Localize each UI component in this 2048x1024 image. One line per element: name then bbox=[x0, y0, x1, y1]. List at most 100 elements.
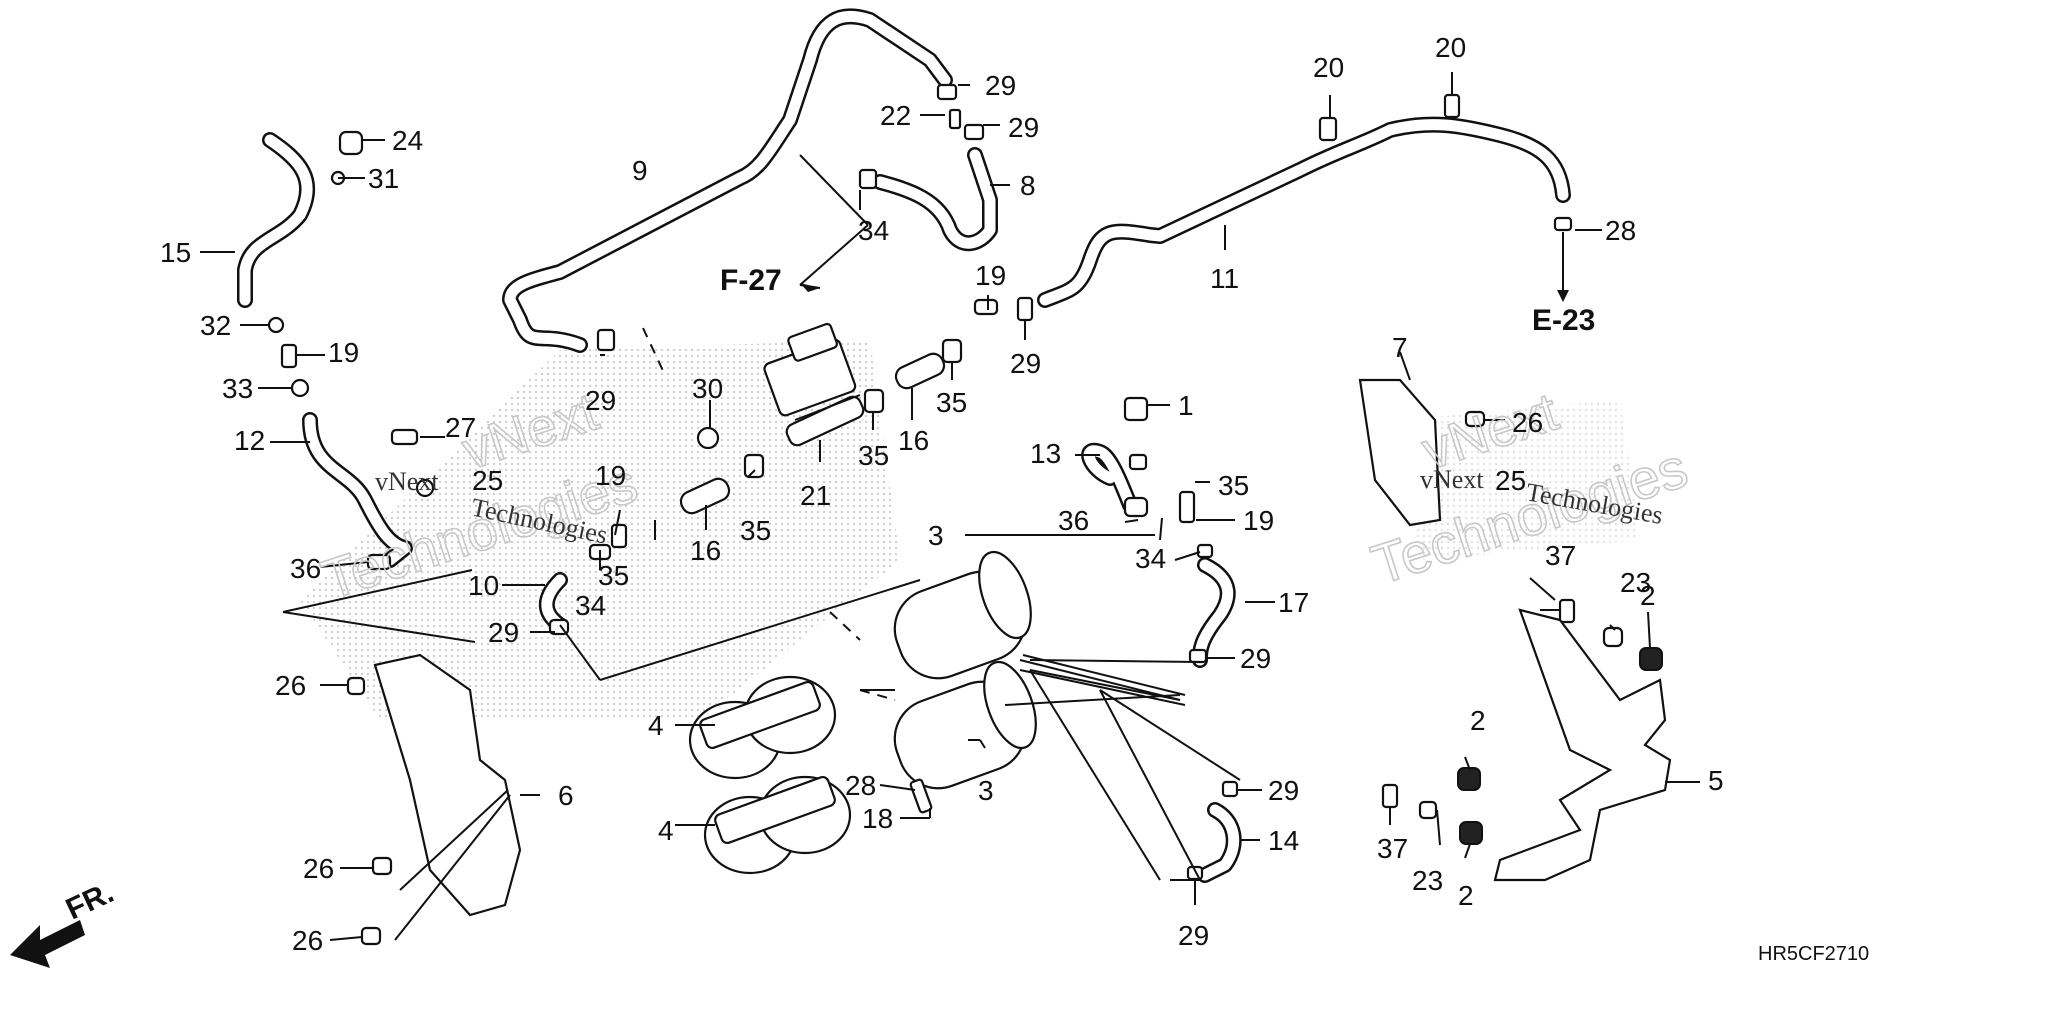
part-label-35[interactable]: 35 bbox=[740, 515, 771, 546]
part-label-35[interactable]: 35 bbox=[598, 560, 629, 591]
part-label-6[interactable]: 6 bbox=[558, 780, 574, 811]
part-label-23[interactable]: 23 bbox=[1412, 865, 1443, 896]
watermark-small-line1-right: vNext bbox=[1420, 465, 1484, 494]
cover-plate bbox=[1358, 378, 1442, 527]
part-label-25[interactable]: 25 bbox=[472, 465, 503, 496]
part-label-3[interactable]: 3 bbox=[978, 775, 994, 806]
hose-17 bbox=[1192, 557, 1236, 668]
direction-label: FR. bbox=[61, 876, 119, 926]
part-label-19[interactable]: 19 bbox=[328, 337, 359, 368]
part-label-29[interactable]: 29 bbox=[985, 70, 1016, 101]
part-label-7[interactable]: 7 bbox=[1392, 332, 1408, 363]
part-label-20[interactable]: 20 bbox=[1313, 52, 1344, 83]
part-label-33[interactable]: 33 bbox=[222, 373, 253, 404]
part-label-14[interactable]: 14 bbox=[1268, 825, 1299, 856]
part-label-26[interactable]: 26 bbox=[1512, 407, 1543, 438]
section-ref-e23-label[interactable]: E-23 bbox=[1532, 304, 1595, 337]
purge-valve-assembly bbox=[763, 322, 865, 447]
drawing-code: HR5CF2710 bbox=[1758, 943, 1869, 965]
arrow-down-icon bbox=[1557, 290, 1569, 302]
part-label-29[interactable]: 29 bbox=[1010, 348, 1041, 379]
hose-16-lower bbox=[679, 477, 731, 515]
part-label-11[interactable]: 11 bbox=[1210, 263, 1239, 294]
part-label-28[interactable]: 28 bbox=[1605, 215, 1636, 246]
part-label-29[interactable]: 29 bbox=[585, 385, 616, 416]
part-label-17[interactable]: 17 bbox=[1278, 587, 1309, 618]
part-label-34[interactable]: 34 bbox=[858, 215, 889, 246]
part-label-28[interactable]: 28 bbox=[845, 770, 876, 801]
part-label-29[interactable]: 29 bbox=[1008, 112, 1039, 143]
canister-upper bbox=[893, 550, 1032, 680]
section-ref-f27[interactable]: F-27 bbox=[720, 264, 820, 297]
part-label-19[interactable]: 19 bbox=[595, 460, 626, 491]
hose-14 bbox=[1197, 802, 1242, 883]
part-label-26[interactable]: 26 bbox=[303, 853, 334, 884]
part-label-26[interactable]: 26 bbox=[275, 670, 306, 701]
part-label-19[interactable]: 19 bbox=[975, 260, 1006, 291]
part-label-16[interactable]: 16 bbox=[898, 425, 929, 456]
part-label-23[interactable]: 23 bbox=[1620, 567, 1651, 598]
hose-16-upper bbox=[894, 352, 946, 390]
part-label-5[interactable]: 5 bbox=[1708, 765, 1724, 796]
hose-12 bbox=[302, 412, 413, 568]
part-label-3[interactable]: 3 bbox=[928, 520, 944, 551]
part-label-37[interactable]: 37 bbox=[1377, 833, 1408, 864]
part-label-20[interactable]: 20 bbox=[1435, 32, 1466, 63]
part-labels[interactable]: 1 2 2 2 3 3 4 4 5 6 7 8 9 10 11 12 13 14… bbox=[160, 32, 1724, 956]
part-label-8[interactable]: 8 bbox=[1020, 170, 1036, 201]
part-label-15[interactable]: 15 bbox=[160, 237, 191, 268]
part-label-12[interactable]: 12 bbox=[234, 425, 265, 456]
heat-shield bbox=[373, 653, 522, 917]
part-label-31[interactable]: 31 bbox=[368, 163, 399, 194]
part-label-2[interactable]: 2 bbox=[1640, 580, 1656, 611]
section-ref-f27-label[interactable]: F-27 bbox=[720, 264, 782, 297]
part-label-21[interactable]: 21 bbox=[800, 480, 831, 511]
canister-bracket bbox=[1457, 608, 1672, 882]
part-label-2[interactable]: 2 bbox=[1470, 705, 1486, 736]
front-direction-arrow: FR. bbox=[10, 876, 119, 968]
part-label-26[interactable]: 26 bbox=[292, 925, 323, 956]
part-label-32[interactable]: 32 bbox=[200, 310, 231, 341]
part-label-10[interactable]: 10 bbox=[468, 570, 499, 601]
section-ref-e23[interactable]: E-23 bbox=[1532, 290, 1595, 337]
part-label-18[interactable]: 18 bbox=[862, 803, 893, 834]
part-label-34[interactable]: 34 bbox=[1135, 543, 1166, 574]
part-label-37[interactable]: 37 bbox=[1545, 540, 1576, 571]
part-label-22[interactable]: 22 bbox=[880, 100, 911, 131]
part-label-4[interactable]: 4 bbox=[648, 710, 664, 741]
part-label-19[interactable]: 19 bbox=[1243, 505, 1274, 536]
part-label-34[interactable]: 34 bbox=[575, 590, 606, 621]
part-label-29[interactable]: 29 bbox=[1240, 643, 1271, 674]
part-label-29[interactable]: 29 bbox=[1178, 920, 1209, 951]
canister-lower bbox=[893, 660, 1037, 790]
part-label-2[interactable]: 2 bbox=[1458, 880, 1474, 911]
part-label-29[interactable]: 29 bbox=[1268, 775, 1299, 806]
canister-band-lower bbox=[703, 775, 852, 875]
part-label-24[interactable]: 24 bbox=[392, 125, 423, 156]
part-label-36[interactable]: 36 bbox=[1058, 505, 1089, 536]
hose-11 bbox=[1037, 116, 1571, 308]
part-label-30[interactable]: 30 bbox=[692, 373, 723, 404]
hose-15 bbox=[237, 132, 316, 308]
part-label-29[interactable]: 29 bbox=[488, 617, 519, 648]
part-label-4[interactable]: 4 bbox=[658, 815, 674, 846]
part-label-35[interactable]: 35 bbox=[936, 387, 967, 418]
leader-lines bbox=[200, 72, 1700, 941]
canister-band-upper bbox=[688, 675, 837, 780]
part-label-25[interactable]: 25 bbox=[1495, 465, 1526, 496]
part-label-35[interactable]: 35 bbox=[1218, 470, 1249, 501]
part-label-9[interactable]: 9 bbox=[632, 155, 648, 186]
part-label-1[interactable]: 1 bbox=[1178, 390, 1194, 421]
part-label-35[interactable]: 35 bbox=[858, 440, 889, 471]
small-fittings bbox=[267, 83, 1624, 946]
hose-13 bbox=[1081, 442, 1138, 513]
part-label-36[interactable]: 36 bbox=[290, 553, 321, 584]
arrow-right-icon bbox=[800, 283, 820, 292]
part-label-27[interactable]: 27 bbox=[445, 412, 476, 443]
part-label-13[interactable]: 13 bbox=[1030, 438, 1061, 469]
hose-9 bbox=[502, 8, 953, 353]
part-label-16[interactable]: 16 bbox=[690, 535, 721, 566]
watermark-small-line1: vNext bbox=[375, 467, 439, 496]
dotted-background bbox=[300, 340, 1640, 720]
